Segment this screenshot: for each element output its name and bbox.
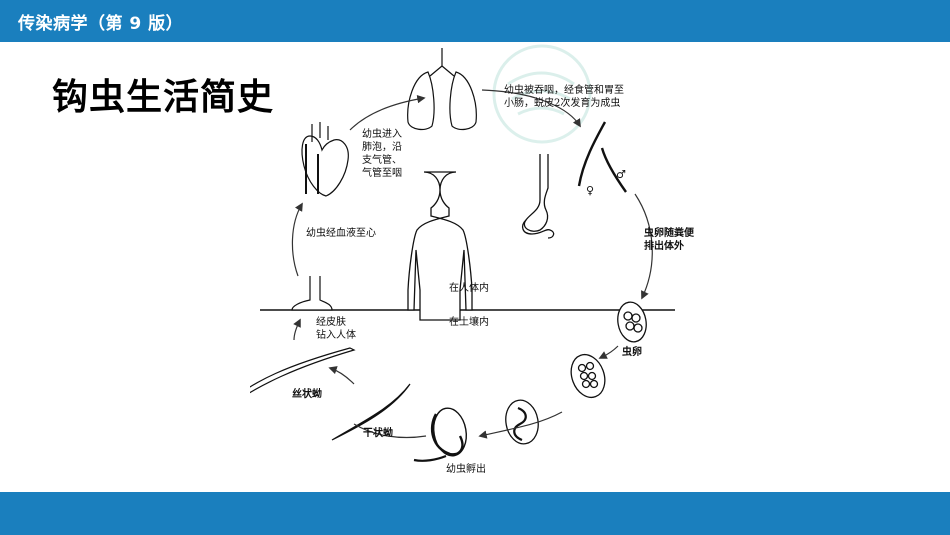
- label-hatch: 幼虫孵出: [446, 464, 486, 475]
- filariform-larva: [250, 347, 356, 394]
- egg-stage-2: [570, 353, 606, 399]
- footer-bar: [0, 492, 950, 535]
- label-blood: 幼虫经血液至心: [306, 228, 376, 239]
- arrow-egg-to-hatch: [478, 411, 563, 439]
- cycle-arrows: [291, 89, 653, 439]
- egg-stage-3: [505, 399, 539, 445]
- header-bar: 传染病学（第 9 版）: [0, 0, 950, 42]
- female-symbol: ♀: [586, 184, 594, 197]
- watermark-logo: [492, 44, 592, 144]
- page-title: 钩虫生活简史: [52, 77, 275, 118]
- male-symbol: ♂: [616, 168, 626, 181]
- arrow-heart-to-lungs: [349, 94, 426, 131]
- label-in-body: 在人体内: [449, 283, 489, 294]
- label-egg: 虫卵: [622, 347, 642, 358]
- hatching-larva: [413, 407, 467, 462]
- arrow-foot-to-heart: [291, 202, 303, 277]
- label-filariform: 丝状蚴: [292, 389, 322, 400]
- label-rhabditiform: 干状蚴: [363, 428, 393, 439]
- label-swallow: 幼虫被吞咽，经食管和胃至 小肠，蜕皮2次发育为成虫: [504, 85, 624, 109]
- human-body: [407, 171, 473, 321]
- label-in-soil: 在土壤内: [449, 317, 489, 328]
- label-skin-penetration: 经皮肤 钻入人体: [316, 317, 356, 341]
- arrow-filariform-to-foot: [293, 318, 301, 341]
- label-lung-migration: 幼虫进入 肺泡，沿 支气管、 气管至咽: [362, 129, 402, 179]
- adult-worms: [577, 121, 627, 193]
- arrow-egg-sequence: [598, 345, 619, 359]
- header-title: 传染病学（第 9 版）: [18, 14, 184, 34]
- lifecycle-drawing: ♀ ♂: [250, 44, 675, 462]
- arrow-intestine-to-egg: [634, 193, 653, 300]
- lungs-drawing: [407, 48, 477, 131]
- egg-stage-1: [617, 301, 647, 343]
- arrow-hatch-to-rhabditiform: [353, 423, 427, 439]
- arrow-lungs-to-intestine: [481, 89, 581, 128]
- heart-drawing: [301, 122, 349, 197]
- hookworm-lifecycle-diagram: ♀ ♂: [250, 44, 700, 484]
- arrow-rhabditiform-to-filariform: [328, 366, 355, 385]
- label-excrete: 虫卵随粪便 排出体外: [644, 228, 694, 252]
- stomach-drawing: [521, 154, 555, 239]
- foot-drawing: [291, 276, 333, 311]
